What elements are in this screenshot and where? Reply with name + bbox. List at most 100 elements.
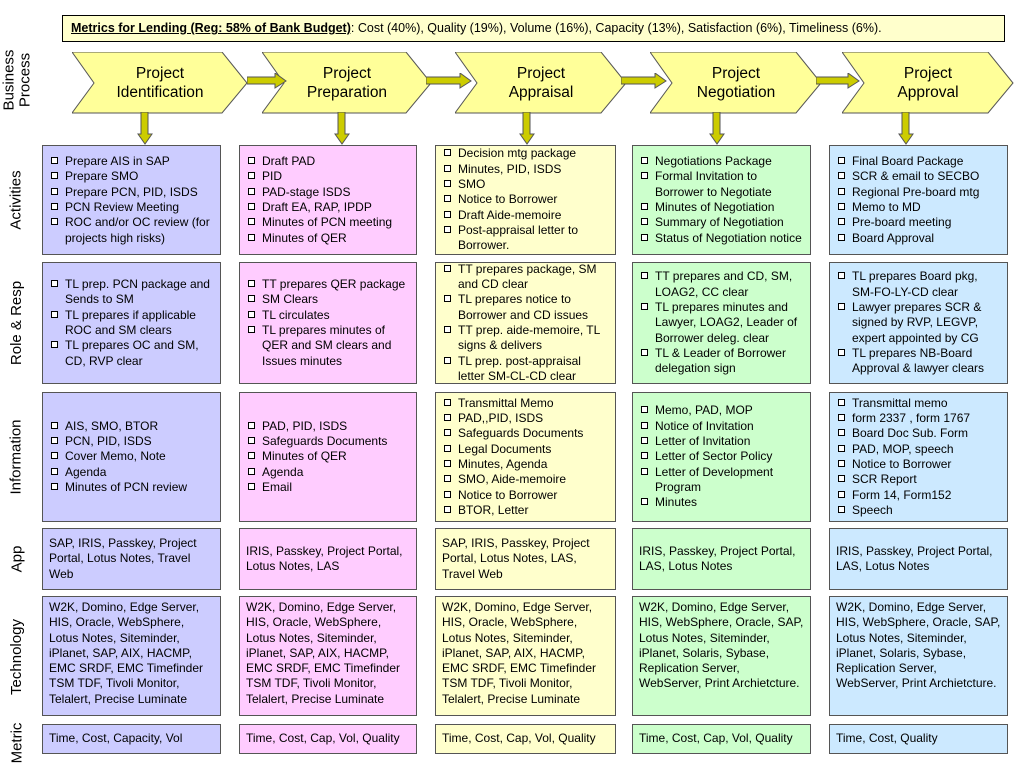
- arrow-right-icon: [815, 72, 860, 94]
- list-item: Agenda: [49, 465, 214, 480]
- stage-label-line2: Negotiation: [696, 84, 776, 101]
- arrow-down-icon: [137, 111, 153, 150]
- metric-text: Time, Cost, Cap, Vol, Quality: [246, 731, 400, 746]
- arrow-right-icon: [246, 72, 287, 94]
- list-item: PID: [246, 169, 410, 184]
- list-item: Notice to Borrower: [836, 457, 1001, 472]
- list-item: Memo, PAD, MOP: [639, 403, 804, 418]
- arrow-right-icon: [620, 72, 667, 94]
- metric-cell: Time, Cost, Cap, Vol, Quality: [435, 724, 616, 754]
- technology-cell: W2K, Domino, Edge Server, HIS, Oracle, W…: [42, 596, 221, 716]
- list-item: Letter of Sector Policy: [639, 449, 804, 464]
- list-item: PAD, MOP, speech: [836, 442, 1001, 457]
- arrow-down-icon: [334, 111, 350, 150]
- list-item: TL prepares NB-Board Approval & lawyer c…: [836, 346, 1001, 377]
- list-item: SMO: [442, 177, 609, 192]
- row-label-business-line1: Business: [0, 49, 17, 111]
- list-item: PAD-stage ISDS: [246, 185, 410, 200]
- technology-text: W2K, Domino, Edge Server, HIS, Oracle, W…: [442, 600, 597, 706]
- list-item: Form 14, Form152: [836, 488, 1001, 503]
- app-text: SAP, IRIS, Passkey, Project Portal, Lotu…: [49, 536, 197, 581]
- metric-text: Time, Cost, Cap, Vol, Quality: [639, 731, 793, 746]
- list-item: Prepare PCN, PID, ISDS: [49, 185, 214, 200]
- stage-label-line1: Project: [135, 65, 185, 82]
- list-item: Minutes, PID, ISDS: [442, 162, 609, 177]
- list-item: TT prepares QER package: [246, 277, 410, 292]
- stage-label-line1: Project: [322, 65, 372, 82]
- list-item: SCR Report: [836, 472, 1001, 487]
- app-cell: IRIS, Passkey, Project Portal, Lotus Not…: [239, 528, 417, 590]
- chevron-shape: [262, 52, 432, 114]
- list-item: Minutes of QER: [246, 449, 410, 464]
- list-item: TT prepares package, SM and CD clear: [442, 263, 609, 292]
- list-item: Email: [246, 480, 410, 495]
- technology-cell: W2K, Domino, Edge Server, HIS, WebSphere…: [829, 596, 1008, 716]
- technology-text: W2K, Domino, Edge Server, HIS, WebSphere…: [639, 600, 804, 691]
- metric-text: Time, Cost, Cap, Vol, Quality: [442, 731, 596, 746]
- list-item: Cover Memo, Note: [49, 449, 214, 464]
- list-item: TL prepares minutes of QER and SM clears…: [246, 323, 410, 369]
- list-item: Letter of Invitation: [639, 434, 804, 449]
- arrow-right-icon: [425, 72, 472, 94]
- technology-text: W2K, Domino, Edge Server, HIS, Oracle, W…: [49, 600, 204, 706]
- list-item: TL prepares if applicable ROC and SM cle…: [49, 308, 214, 339]
- app-text: SAP, IRIS, Passkey, Project Portal, Lotu…: [442, 536, 590, 581]
- list-item: Prepare SMO: [49, 169, 214, 184]
- row-label-information-text: Information: [8, 419, 26, 495]
- list-item: SCR & email to SECBO: [836, 169, 1001, 184]
- list-item: Legal Documents: [442, 442, 609, 457]
- chevron-shape: [842, 52, 1014, 114]
- list-item: PCN, PID, ISDS: [49, 434, 214, 449]
- row-label-information: Information: [0, 392, 34, 522]
- list-item: Decision mtg package: [442, 146, 609, 161]
- list-item: Transmittal memo: [836, 396, 1001, 411]
- list-item: Post-appraisal letter to Borrower.: [442, 223, 609, 254]
- row-label-app: App: [0, 528, 34, 590]
- list-item: Negotiations Package: [639, 154, 804, 169]
- list-item: Safeguards Documents: [442, 426, 609, 441]
- row-label-metric: Metric: [0, 722, 34, 764]
- list-item: Letter of Development Program: [639, 465, 804, 496]
- stage-label-line1: Project: [711, 65, 761, 82]
- technology-cell: W2K, Domino, Edge Server, HIS, Oracle, W…: [239, 596, 417, 716]
- list-item: Draft PAD: [246, 154, 410, 169]
- list-item: PCN Review Meeting: [49, 200, 214, 215]
- list-item: form 2337 , form 1767: [836, 411, 1001, 426]
- technology-text: W2K, Domino, Edge Server, HIS, WebSphere…: [836, 600, 1001, 691]
- technology-text: W2K, Domino, Edge Server, HIS, Oracle, W…: [246, 600, 401, 706]
- list-item: Safeguards Documents: [246, 434, 410, 449]
- arrow-down-icon: [709, 111, 725, 150]
- metrics-title: Metrics for Lending (Reg: 58% of Bank Bu…: [71, 21, 351, 35]
- role-resp-list: TL prepares Board pkg, SM-FO-LY-CD clear…: [836, 269, 1001, 376]
- arrow-down-icon: [898, 111, 914, 150]
- list-item: Minutes of PCN meeting: [246, 215, 410, 230]
- metrics-text: : Cost (40%), Quality (19%), Volume (16%…: [350, 21, 882, 35]
- metrics-bar: Metrics for Lending (Reg: 58% of Bank Bu…: [62, 15, 1005, 42]
- list-item: Minutes of QER: [246, 231, 410, 246]
- list-item: Regional Pre-board mtg: [836, 185, 1001, 200]
- row-label-technology-text: Technology: [8, 619, 26, 695]
- list-item: AIS, SMO, BTOR: [49, 419, 214, 434]
- chevron-shape: [455, 52, 627, 114]
